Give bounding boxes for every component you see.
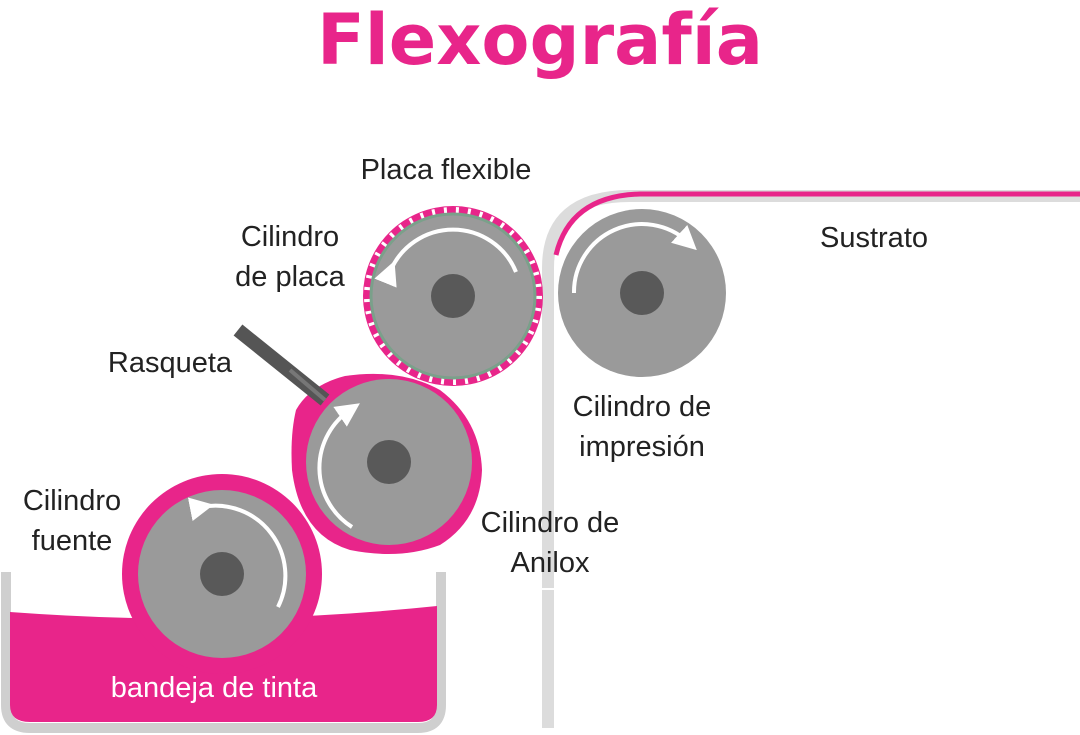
tray-label: bandeja de tinta — [111, 672, 318, 704]
fountain-hub — [200, 552, 244, 596]
label-cilindro-fuente-line1: Cilindro — [23, 485, 121, 517]
doctor-blade-edge — [288, 368, 327, 402]
label-cilindro-fuente-line2: fuente — [32, 525, 113, 557]
title: Flexografía — [317, 0, 763, 81]
flexible-plate-relief — [364, 207, 542, 385]
label-sustrato: Sustrato — [820, 222, 928, 254]
label-rasqueta: Rasqueta — [108, 347, 233, 379]
label-cilindro-anilox-line1: Cilindro de — [481, 507, 620, 539]
plate-rotation-arrow — [374, 227, 518, 288]
label-cilindro-placa-line2: de placa — [235, 261, 346, 293]
anilox-rotation-arrow — [317, 403, 360, 529]
anilox-hub — [367, 440, 411, 484]
label-cilindro-anilox-line2: Anilox — [511, 547, 590, 579]
label-cilindro-impresion-line2: impresión — [579, 431, 705, 463]
impression-rotation-arrow — [571, 222, 697, 294]
ink-tray-walls — [0, 572, 446, 733]
label-cilindro-placa-line1: Cilindro — [241, 221, 339, 253]
label-cilindro-impresion-line1: Cilindro de — [573, 391, 712, 423]
substrate-ink-layer — [553, 191, 1080, 256]
fountain-rotation-arrow — [187, 497, 288, 608]
label-placa-flexible: Placa flexible — [361, 154, 532, 186]
impression-hub — [620, 271, 664, 315]
plate-hub — [431, 274, 475, 318]
